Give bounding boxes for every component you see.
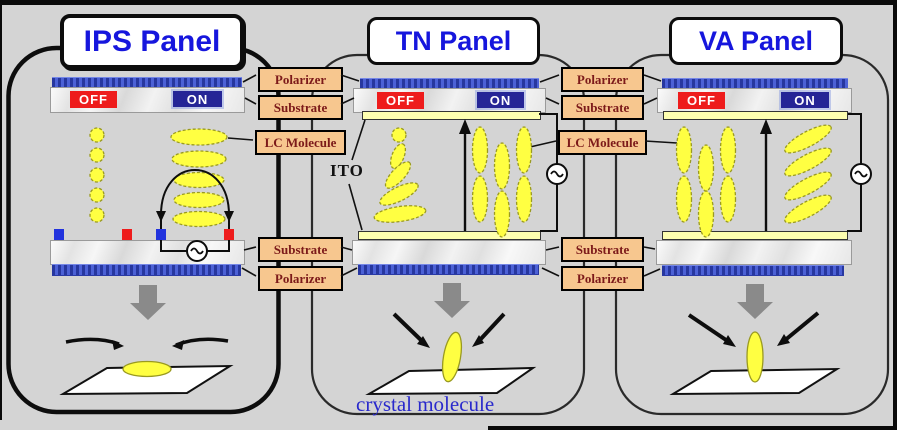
tn-top-ito-bar bbox=[362, 111, 541, 120]
label-polarizer-bottom-left: Polarizer bbox=[258, 266, 343, 291]
frame-strip-left bbox=[0, 5, 2, 420]
label-substrate-bottom-right: Substrate bbox=[561, 237, 644, 262]
ips-electrode-blue bbox=[156, 229, 166, 240]
va-on-badge: ON bbox=[781, 92, 829, 108]
va-circuit-wires bbox=[847, 113, 862, 232]
tn-on-molecules-vertical bbox=[471, 126, 533, 238]
ac-tilde-glyph bbox=[550, 170, 564, 178]
label-substrate-bottom-left: Substrate bbox=[258, 237, 343, 262]
ito-label: ITO bbox=[330, 161, 364, 180]
ips-panel-title: IPS Panel bbox=[60, 14, 244, 69]
ips-field-arrowhead-right bbox=[224, 211, 234, 222]
ips-on-molecules bbox=[170, 128, 228, 228]
tn-ac-source bbox=[546, 163, 568, 185]
label-substrate-top-right: Substrate bbox=[561, 95, 644, 120]
va-bottom-polarizer-bar bbox=[662, 265, 844, 276]
ips-ac-source bbox=[186, 240, 208, 262]
va-light-arrows bbox=[687, 311, 820, 347]
va-bottom-ito-bar bbox=[662, 231, 848, 240]
ips-bottom-polarizer-bar bbox=[52, 264, 241, 276]
ips-electrodes bbox=[54, 229, 234, 240]
label-substrate-top-left: Substrate bbox=[258, 95, 343, 120]
crystal-molecules bbox=[122, 331, 764, 383]
label-connector-lines bbox=[227, 74, 678, 277]
tn-on-badge: ON bbox=[477, 92, 524, 108]
ips-off-molecules bbox=[89, 127, 105, 223]
gray-down-arrows bbox=[130, 283, 773, 320]
tn-field-arrow bbox=[459, 119, 471, 231]
label-polarizer-top-left: Polarizer bbox=[258, 67, 343, 92]
ips-down-arrow bbox=[130, 285, 166, 320]
ips-electrode-red bbox=[224, 229, 234, 240]
ac-tilde-glyph bbox=[190, 247, 204, 255]
ac-tilde-glyph bbox=[854, 170, 868, 178]
tn-bottom-ito-bar bbox=[358, 231, 541, 240]
ips-crystal-molecule bbox=[122, 360, 172, 378]
ips-electrode-blue bbox=[54, 229, 64, 240]
frame-strip-top bbox=[0, 0, 897, 5]
ips-light-arrows bbox=[65, 337, 229, 350]
va-field-arrow bbox=[760, 119, 772, 231]
tn-crystal-molecule bbox=[441, 331, 463, 383]
frame-strip-bottom bbox=[488, 426, 897, 430]
label-polarizer-bottom-right: Polarizer bbox=[561, 266, 644, 291]
va-on-molecules-tilted bbox=[784, 124, 832, 224]
ips-on-badge: ON bbox=[173, 91, 222, 107]
crystal-molecule-caption: crystal molecule bbox=[356, 392, 495, 416]
va-ac-source bbox=[850, 163, 872, 185]
va-bottom-substrate-bar bbox=[656, 240, 852, 265]
ips-bottom-substrate-bar bbox=[50, 240, 245, 265]
tn-panel-title: TN Panel bbox=[367, 17, 540, 65]
ips-surface bbox=[59, 364, 234, 396]
tn-down-arrow bbox=[434, 283, 470, 318]
tn-off-molecules-twisted bbox=[373, 127, 427, 223]
ips-circuit-wires bbox=[160, 240, 230, 252]
va-panel-title: VA Panel bbox=[669, 17, 843, 65]
label-lc-molecule-right: LC Molecule bbox=[558, 130, 647, 155]
tn-bottom-polarizer-bar bbox=[358, 264, 539, 275]
ips-off-badge: OFF bbox=[70, 91, 117, 108]
frame-strip-right bbox=[893, 0, 897, 430]
ips-field-arc bbox=[156, 169, 234, 229]
ips-field-arrowhead-left bbox=[156, 211, 166, 222]
tn-circuit-wires bbox=[539, 113, 558, 232]
tn-light-arrows bbox=[392, 312, 506, 348]
va-off-molecules-vertical bbox=[675, 126, 737, 238]
label-lc-molecule-left: LC Molecule bbox=[255, 130, 346, 155]
va-off-badge: OFF bbox=[678, 92, 725, 109]
tn-off-badge: OFF bbox=[377, 92, 424, 109]
ips-electrode-red bbox=[122, 229, 132, 240]
va-top-ito-bar bbox=[663, 111, 848, 120]
va-down-arrow bbox=[737, 284, 773, 319]
label-polarizer-top-right: Polarizer bbox=[561, 67, 644, 92]
va-crystal-molecule bbox=[746, 331, 764, 383]
